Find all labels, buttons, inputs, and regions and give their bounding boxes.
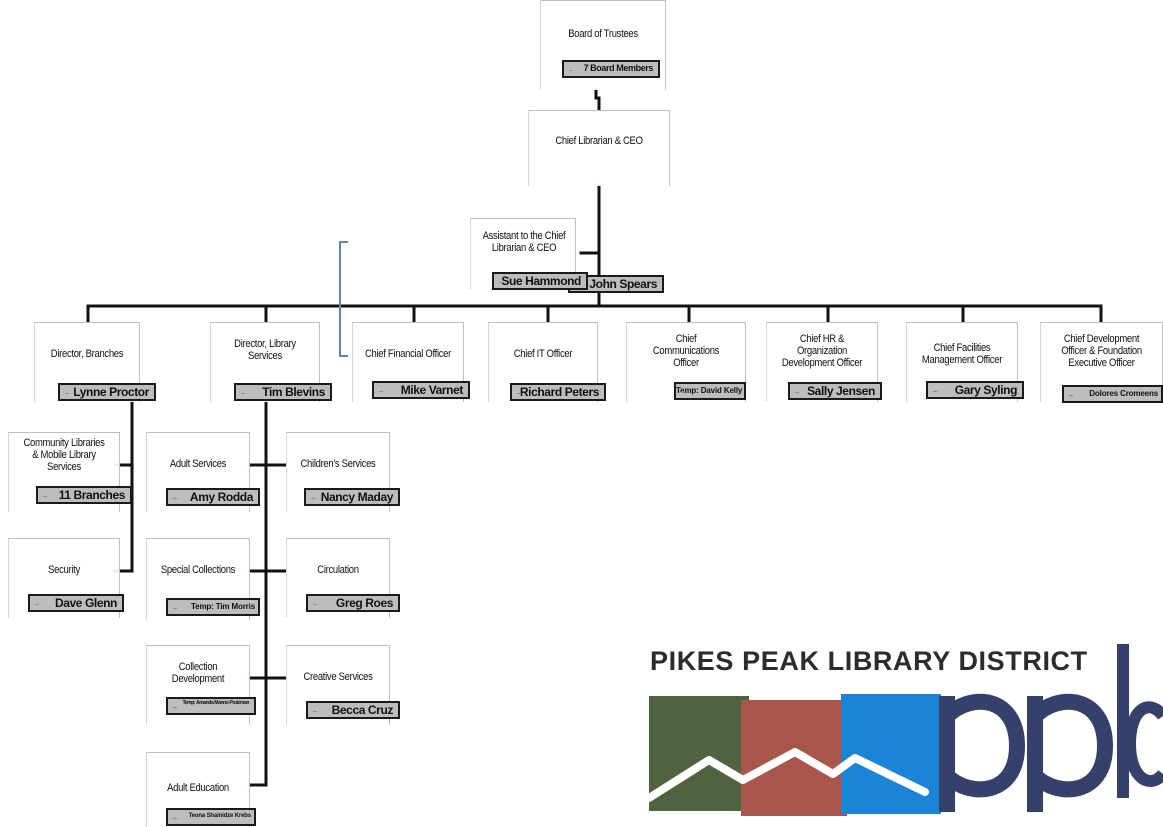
creative-services-title: Creative Services xyxy=(303,671,373,683)
ceo-node: Chief Librarian & CEO John Spears xyxy=(528,110,670,293)
special-collections-node: Special Collections Temp: Tim Morris xyxy=(146,538,260,620)
ceo-name: John Spears xyxy=(568,275,664,293)
adult-education-name: Teona Shainidze Krebs xyxy=(166,808,256,826)
special-collections-title: Special Collections xyxy=(160,564,236,576)
chief-communications-officer-node: Chief Communications Officer Temp: David… xyxy=(626,322,748,402)
director-library-services-node: Director, Library Services Tim Blevins xyxy=(210,322,332,402)
adult-services-name: Amy Rodda xyxy=(166,488,260,506)
circulation-name: Greg Roes xyxy=(306,594,400,612)
logo-mountain-line xyxy=(645,748,929,802)
chief-it-officer-name: Richard Peters xyxy=(510,383,606,401)
collection-development-node: Collection Development Temp: Amanda Mann… xyxy=(146,645,260,725)
circulation-node: Circulation Greg Roes xyxy=(286,538,400,618)
community-libraries-title: Community Libraries & Mobile Library Ser… xyxy=(23,437,105,473)
circulation-title: Circulation xyxy=(317,564,359,576)
chief-development-officer-node: Chief Development Officer & Foundation E… xyxy=(1040,322,1163,403)
adult-education-node: Adult Education Teona Shainidze Krebs xyxy=(146,752,260,827)
director-branches-name: Lynne Proctor xyxy=(58,383,156,401)
pikes-peak-library-district-logo: PIKES PEAK LIBRARY DISTRICT xyxy=(630,622,1163,827)
ceo-card xyxy=(528,110,670,186)
director-branches-title: Director, Branches xyxy=(50,348,124,360)
chief-communications-officer-name: Temp: David Kelly xyxy=(674,382,746,400)
logo-p-2-icon xyxy=(1027,693,1114,812)
director-library-services-title: Director, Library Services xyxy=(234,338,296,362)
logo-title: PIKES PEAK LIBRARY DISTRICT xyxy=(650,646,1088,676)
special-collections-name: Temp: Tim Morris xyxy=(166,598,260,616)
logo-c-icon xyxy=(1123,701,1163,787)
collection-development-title: Collection Development xyxy=(171,661,225,685)
community-libraries-name: 11 Branches xyxy=(36,486,132,504)
board-name: 7 Board Members xyxy=(562,60,660,78)
security-title: Security xyxy=(48,564,80,576)
adult-services-node: Adult Services Amy Rodda xyxy=(146,432,260,512)
logo-blue-block xyxy=(841,694,941,814)
chief-it-officer-title: Chief IT Officer xyxy=(513,348,573,360)
security-name: Dave Glenn xyxy=(28,594,124,612)
adult-services-title: Adult Services xyxy=(169,458,227,470)
director-library-services-name: Tim Blevins xyxy=(234,383,332,401)
pplc-logo-mark xyxy=(645,644,1163,816)
board-node: Board of Trustees 7 Board Members xyxy=(540,0,666,90)
chief-hr-officer-name: Sally Jensen xyxy=(788,382,882,400)
chief-hr-officer-node: Chief HR & Organization Development Offi… xyxy=(766,322,888,402)
childrens-services-title: Children's Services xyxy=(300,458,376,470)
logo-p-1-icon xyxy=(939,693,1026,812)
childrens-services-name: Nancy Maday xyxy=(304,488,400,506)
chief-development-officer-title: Chief Development Officer & Foundation E… xyxy=(1061,333,1142,369)
logo-red-block xyxy=(741,700,847,816)
blue-bracket-icon xyxy=(339,241,348,357)
chief-financial-officer-title: Chief Financial Officer xyxy=(365,348,451,360)
director-branches-node: Director, Branches Lynne Proctor xyxy=(34,322,156,402)
assistant-title: Assistant to the Chief Librarian & CEO xyxy=(482,230,566,254)
chief-financial-officer-node: Chief Financial Officer Mike Varnet xyxy=(352,322,474,402)
childrens-services-node: Children's Services Nancy Maday xyxy=(286,432,400,512)
assistant-node: Assistant to the Chief Librarian & CEO S… xyxy=(470,218,598,290)
collection-development-name: Temp: Amanda Manno Prutzman xyxy=(166,697,256,715)
chief-facilities-officer-title: Chief Facilities Management Officer xyxy=(921,342,1003,366)
chief-financial-officer-name: Mike Varnet xyxy=(372,381,470,399)
adult-education-title: Adult Education xyxy=(167,782,229,794)
chief-facilities-officer-name: Gary Syling xyxy=(926,381,1024,399)
ceo-title: Chief Librarian & CEO xyxy=(555,135,643,147)
board-title: Board of Trustees xyxy=(568,28,638,40)
board-to-ceo-connector xyxy=(594,88,601,112)
creative-services-name: Becca Cruz xyxy=(306,701,400,719)
security-node: Security Dave Glenn xyxy=(8,538,124,618)
chief-facilities-officer-node: Chief Facilities Management Officer Gary… xyxy=(906,322,1028,402)
logo-green-block xyxy=(649,696,749,811)
chief-it-officer-node: Chief IT Officer Richard Peters xyxy=(488,322,610,402)
creative-services-node: Creative Services Becca Cruz xyxy=(286,645,400,725)
chief-hr-officer-title: Chief HR & Organization Development Offi… xyxy=(781,333,863,369)
community-libraries-node: Community Libraries & Mobile Library Ser… xyxy=(8,432,132,512)
chief-development-officer-name: Dolores Cromeens xyxy=(1062,385,1163,403)
chief-communications-officer-title: Chief Communications Officer xyxy=(652,333,720,369)
assistant-name: Sue Hammond xyxy=(492,272,588,290)
